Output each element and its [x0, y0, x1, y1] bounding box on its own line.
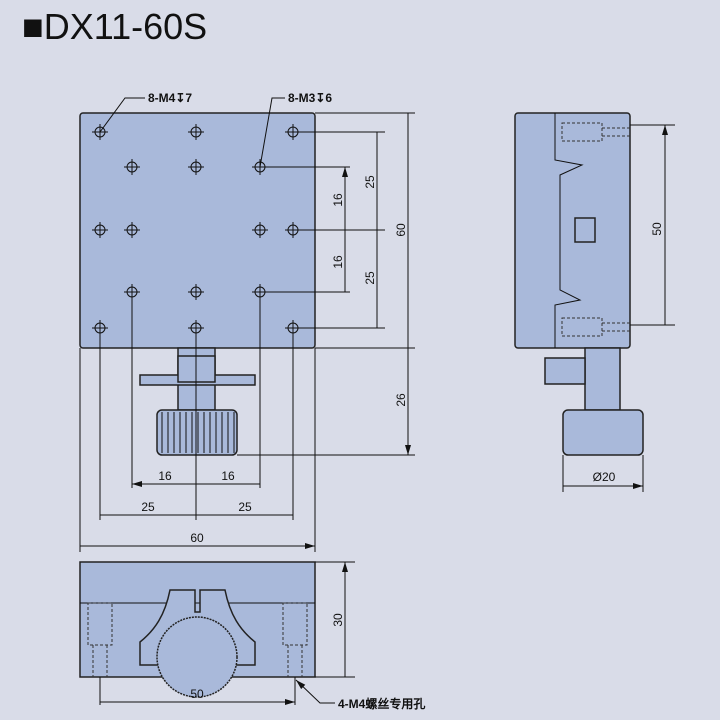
dim-diameter-20: Ø20 [593, 470, 616, 484]
hole-crosshair [188, 124, 204, 140]
dim-16-lower: 16 [331, 255, 345, 269]
side-view: 50 Ø20 [514, 112, 675, 492]
m3-holes-callout: 8-M3↧6 [288, 91, 332, 105]
hole-crosshair [188, 284, 204, 300]
drawing-title: ■DX11-60S [22, 6, 208, 47]
dim-16-right: 16 [221, 469, 235, 483]
hole-crosshair [188, 159, 204, 175]
dim-60-width: 60 [190, 531, 204, 545]
hole-crosshair [252, 222, 268, 238]
dim-26: 26 [394, 393, 408, 407]
dim-50-side: 50 [650, 222, 664, 236]
dim-30: 30 [331, 613, 345, 627]
dim-16-left: 16 [158, 469, 172, 483]
dim-25-right: 25 [238, 500, 252, 514]
mount-holes-callout: 4-M4螺丝专用孔 [338, 696, 425, 711]
dim-60-height: 60 [394, 223, 408, 237]
hole-crosshair [124, 159, 140, 175]
dim-50-front: 50 [190, 687, 204, 701]
hole-crosshair [92, 222, 108, 238]
m4-holes-callout: 8-M4↧7 [148, 91, 192, 105]
dim-25-lower: 25 [363, 271, 377, 285]
front-view: 30 50 4-M4螺丝专用孔 [79, 562, 425, 711]
hole-crosshair [124, 222, 140, 238]
dim-25-upper: 25 [363, 175, 377, 189]
dim-25-left: 25 [141, 500, 155, 514]
top-view: 8-M4↧7 8-M3↧6 25 16 16 25 60 26 16 16 25… [79, 91, 415, 552]
dim-16-upper: 16 [331, 193, 345, 207]
